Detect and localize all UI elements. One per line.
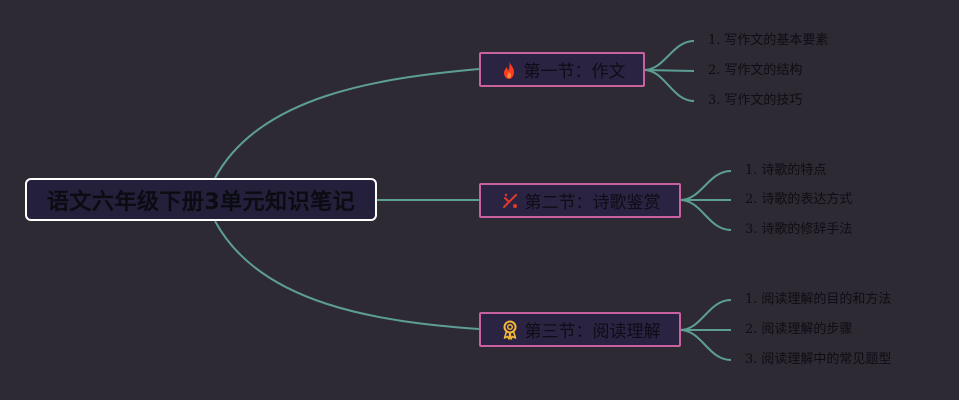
leaf-number: 3.	[708, 93, 721, 108]
leaf-number: 2.	[745, 322, 758, 337]
connector-section-2-item-1	[679, 170, 732, 201]
connector-section-3-item-3	[679, 329, 732, 361]
leaf-text: 写作文的结构	[724, 63, 803, 78]
root-topic-title: 语文六年级下册3单元知识笔记	[46, 189, 356, 215]
leaf-number: 3.	[745, 352, 758, 367]
leaf-item-3-1[interactable]: 1.阅读理解的目的和方法	[745, 292, 891, 308]
section-node-3[interactable]: 第三节：阅读理解	[479, 312, 681, 347]
fire-icon	[499, 60, 519, 80]
connector-section-1-item-2	[643, 69, 695, 72]
connector-root-section-1	[214, 68, 480, 179]
leaf-text: 诗歌的表达方式	[761, 192, 853, 207]
leaf-text: 阅读理解的步骤	[761, 322, 853, 337]
leaf-item-1-1[interactable]: 1.写作文的基本要素	[708, 33, 828, 49]
leaf-item-1-2[interactable]: 2.写作文的结构	[708, 63, 802, 79]
leaf-text: 阅读理解中的常见题型	[761, 352, 892, 367]
leaf-text: 诗歌的修辞手法	[761, 222, 853, 237]
section-node-2[interactable]: 第二节：诗歌鉴赏	[479, 183, 681, 218]
leaf-item-2-2[interactable]: 2.诗歌的表达方式	[745, 192, 852, 208]
leaf-text: 诗歌的特点	[761, 163, 827, 178]
leaf-number: 2.	[745, 192, 758, 207]
leaf-number: 1.	[708, 33, 721, 48]
leaf-number: 2.	[708, 63, 721, 78]
leaf-text: 阅读理解的目的和方法	[761, 292, 892, 307]
compass-draw-icon	[500, 191, 520, 211]
leaf-item-3-2[interactable]: 2.阅读理解的步骤	[745, 322, 852, 338]
leaf-item-2-3[interactable]: 3.诗歌的修辞手法	[745, 222, 852, 238]
leaf-item-2-1[interactable]: 1.诗歌的特点	[745, 163, 826, 179]
section-label-2: 第二节：诗歌鉴赏	[524, 193, 661, 213]
connector-section-1-item-1	[643, 40, 695, 71]
section-label-3: 第三节：阅读理解	[524, 322, 661, 342]
leaf-item-1-3[interactable]: 3.写作文的技巧	[708, 93, 802, 109]
leaf-item-3-3[interactable]: 3.阅读理解中的常见题型	[745, 352, 891, 368]
leaf-number: 1.	[745, 292, 758, 307]
root-topic[interactable]: 语文六年级下册3单元知识笔记	[25, 178, 377, 221]
connector-root-section-3	[214, 220, 480, 330]
leaf-number: 3.	[745, 222, 758, 237]
leaf-text: 写作文的基本要素	[724, 33, 829, 48]
connector-section-3-item-1	[679, 299, 732, 331]
section-node-1[interactable]: 第一节：作文	[479, 52, 645, 87]
section-label-1: 第一节：作文	[523, 62, 626, 82]
leaf-text: 写作文的技巧	[724, 93, 803, 108]
connector-section-1-item-3	[643, 69, 695, 102]
connector-section-2-item-3	[679, 199, 732, 231]
award-medal-icon	[500, 320, 520, 340]
leaf-number: 1.	[745, 163, 758, 178]
